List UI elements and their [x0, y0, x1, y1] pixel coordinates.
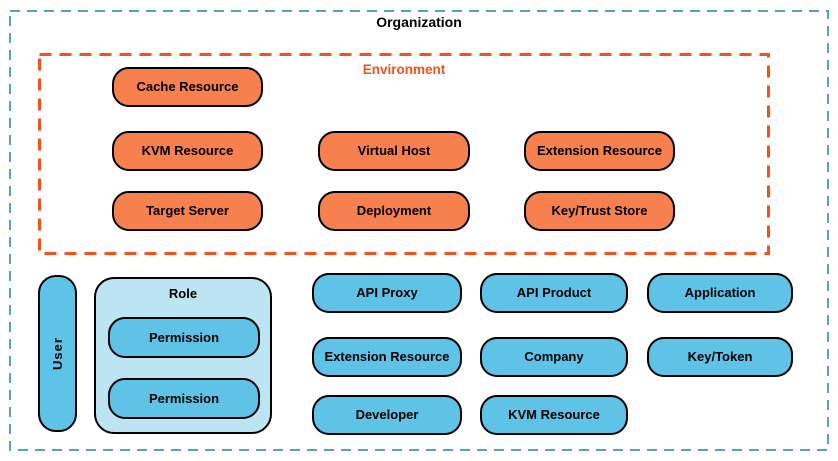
role-node-permission: Permission	[108, 317, 260, 358]
org-node-role: Role Permission Permission	[94, 277, 272, 434]
org-node-company: Company	[480, 337, 628, 377]
org-node-key-token: Key/Token	[647, 337, 793, 377]
organization-title: Organization	[376, 14, 462, 30]
org-node-developer: Developer	[312, 395, 462, 435]
role-node-permission: Permission	[108, 378, 260, 419]
org-node-extension-resource: Extension Resource	[312, 337, 462, 377]
org-node-user: User	[38, 275, 77, 432]
org-node-api-proxy: API Proxy	[312, 273, 462, 313]
org-node-application: Application	[647, 273, 793, 313]
env-node-kvm-resource: KVM Resource	[112, 131, 263, 171]
env-node-key-trust-store: Key/Trust Store	[524, 191, 675, 231]
org-node-kvm-resource: KVM Resource	[480, 395, 628, 435]
environment-title: Environment	[362, 62, 446, 77]
role-title: Role	[168, 286, 198, 301]
environment-boundary	[38, 53, 770, 255]
env-node-virtual-host: Virtual Host	[318, 131, 470, 171]
env-node-extension-resource: Extension Resource	[524, 131, 675, 171]
env-node-cache-resource: Cache Resource	[112, 67, 263, 107]
env-node-deployment: Deployment	[318, 191, 470, 231]
organization-boundary	[9, 10, 829, 451]
org-node-api-product: API Product	[480, 273, 628, 313]
env-node-target-server: Target Server	[112, 191, 263, 231]
